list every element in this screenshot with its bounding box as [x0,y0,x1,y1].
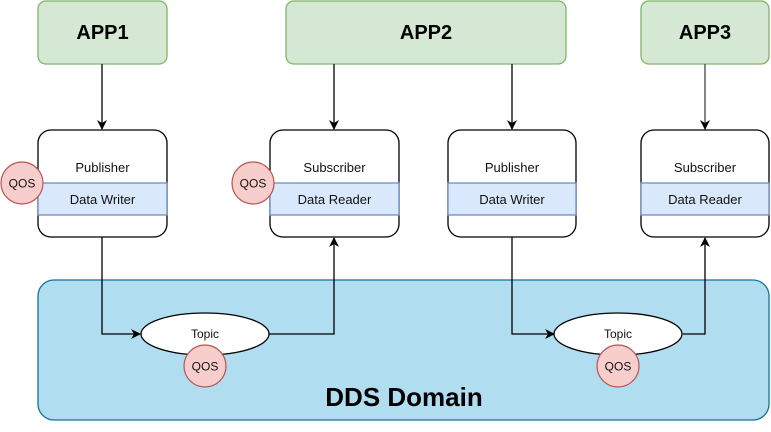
qos-publisher-1-label: QOS [9,177,36,191]
data-reader-2-label: Data Reader [668,192,742,207]
publisher-2[interactable]: Publisher Data Writer [447,129,577,238]
subscriber-2[interactable]: Subscriber Data Reader [640,129,770,238]
data-reader-2[interactable] [640,182,770,216]
publisher-1-title: Publisher [75,160,130,175]
qos-subscriber-1-label: QOS [240,177,267,191]
data-writer-2[interactable] [447,182,577,216]
qos-topic-2[interactable]: QOS [596,344,640,388]
subscriber-2-title: Subscriber [674,160,737,175]
data-writer-1[interactable] [37,182,168,216]
topic-1-label: Topic [191,327,219,341]
publisher-2-title: Publisher [485,160,540,175]
data-reader-1[interactable] [269,182,400,216]
connector-writer2-topic2 [511,237,555,339]
publisher-1[interactable]: Publisher Data Writer [37,129,168,238]
topic-2[interactable]: Topic [553,312,683,356]
data-writer-1-label: Data Writer [70,192,136,207]
connector-writer1-topic1 [101,237,141,339]
connector-topic2-reader2 [683,237,710,335]
app1[interactable]: APP1 [37,0,168,65]
app3[interactable]: APP3 [640,0,770,65]
qos-subscriber-1[interactable]: QOS [231,161,275,205]
qos-topic-2-label: QOS [605,360,632,374]
domain-label: DDS Domain [325,382,482,412]
data-writer-2-label: Data Writer [479,192,545,207]
qos-topic-1-label: QOS [192,360,219,374]
subscriber-1[interactable]: Subscriber Data Reader [269,129,400,238]
app2-label: APP2 [400,22,452,44]
connector-topic1-reader1 [269,237,339,335]
app2[interactable]: APP2 [285,0,567,65]
qos-publisher-1[interactable]: QOS [0,161,44,205]
app1-label: APP1 [76,22,128,44]
data-reader-1-label: Data Reader [298,192,372,207]
qos-topic-1[interactable]: QOS [183,344,227,388]
topic-2-label: Topic [604,327,632,341]
app3-label: APP3 [679,22,731,44]
subscriber-1-title: Subscriber [303,160,366,175]
